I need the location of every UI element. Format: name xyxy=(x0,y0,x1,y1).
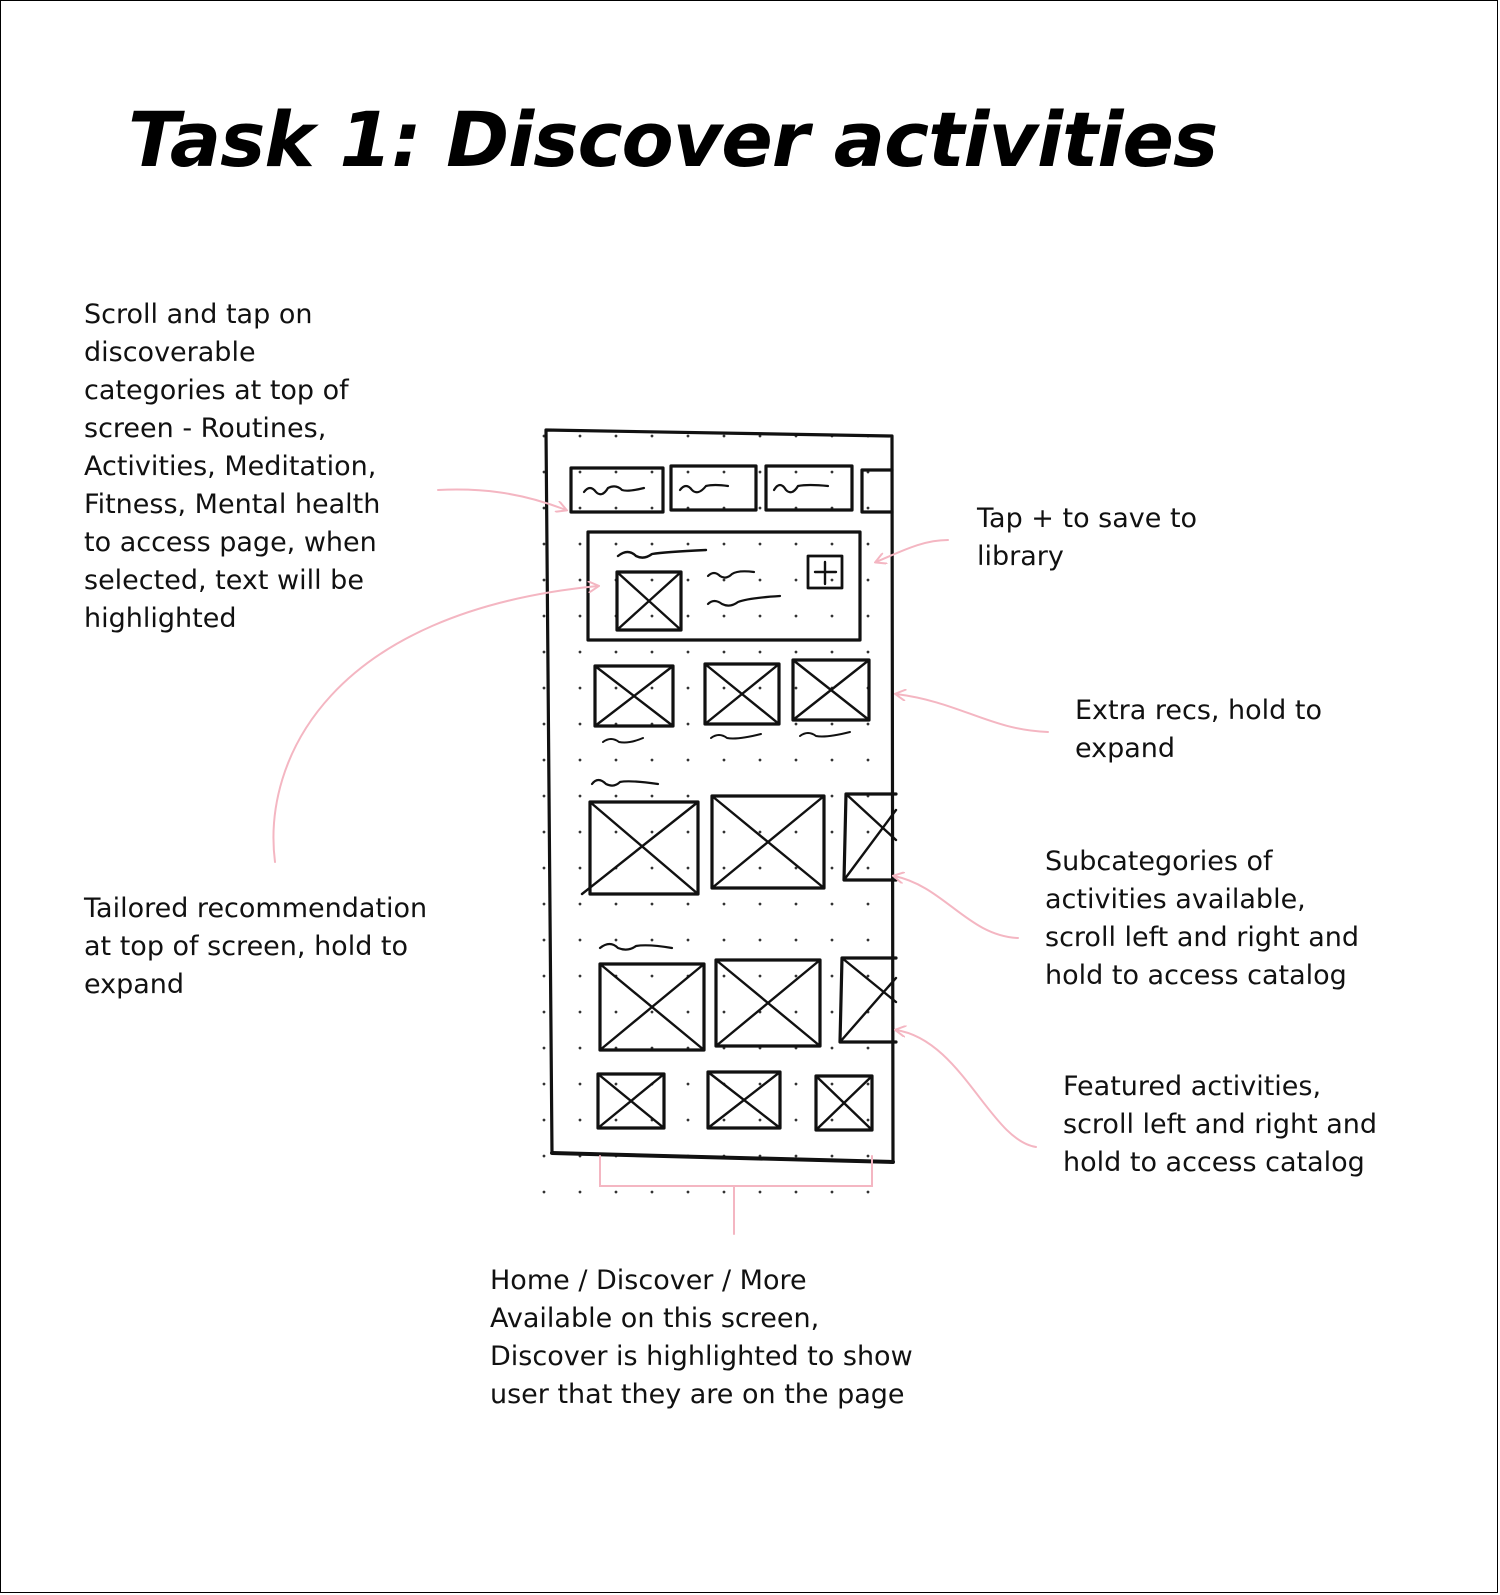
image-placeholder-icon[interactable] xyxy=(842,792,898,882)
arrow-subcategories xyxy=(894,876,1019,939)
annotation-tailored-recommendation: Tailored recommendation at top of screen… xyxy=(84,893,428,1000)
dot-grid-paper xyxy=(515,430,895,1215)
category-tabs[interactable] xyxy=(569,464,894,514)
arrow-featured xyxy=(896,1030,1037,1148)
section-heading-scribble xyxy=(590,778,660,787)
card-text-scribble xyxy=(706,594,782,607)
arrow-extra-recs xyxy=(896,694,1049,733)
image-placeholder-icon[interactable] xyxy=(714,958,822,1048)
nav-more-icon[interactable] xyxy=(814,1074,874,1132)
arrow-categories xyxy=(437,488,566,510)
tab-label-scribble xyxy=(582,485,646,496)
card-title-scribble xyxy=(616,548,708,559)
section-heading-scribble xyxy=(598,942,674,951)
image-placeholder-icon[interactable] xyxy=(593,664,675,728)
featured-activities-row[interactable] xyxy=(598,956,898,1052)
rec-caption-scribble xyxy=(602,737,644,744)
category-tab[interactable] xyxy=(569,466,665,514)
card-text-scribble xyxy=(706,570,756,579)
image-placeholder-icon xyxy=(615,570,683,632)
nav-home-icon[interactable] xyxy=(596,1072,666,1130)
page-title: Task 1: Discover activities xyxy=(128,95,1218,184)
plus-box-icon[interactable] xyxy=(806,554,844,590)
category-tab[interactable] xyxy=(764,464,854,512)
annotation-categories: Scroll and tap on discoverable categorie… xyxy=(84,299,381,634)
annotation-extra-recs: Extra recs, hold to expand xyxy=(1075,695,1323,764)
image-placeholder-icon[interactable] xyxy=(588,800,700,896)
tab-label-scribble xyxy=(678,483,730,494)
bracket-navigation xyxy=(599,1155,873,1187)
annotation-featured-activities: Featured activities, scroll left and rig… xyxy=(1063,1071,1378,1178)
arrow-tailored xyxy=(272,586,598,863)
extra-recs-row[interactable] xyxy=(593,658,871,744)
rec-caption-scribble xyxy=(799,731,851,738)
annotation-subcategories: Subcategories of activities available, s… xyxy=(1045,846,1360,991)
annotation-save-to-library: Tap + to save to library xyxy=(977,503,1198,572)
subcategories-row[interactable] xyxy=(580,792,898,896)
rec-caption-scribble xyxy=(710,733,762,740)
image-placeholder-icon[interactable] xyxy=(838,956,898,1044)
image-placeholder-icon[interactable] xyxy=(710,794,826,890)
tab-label-scribble xyxy=(772,483,830,494)
bottom-navigation[interactable] xyxy=(596,1070,874,1132)
image-placeholder-icon[interactable] xyxy=(703,662,781,726)
annotation-navigation: Home / Discover / More Available on this… xyxy=(490,1265,913,1410)
phone-bottom-edge xyxy=(550,1151,895,1164)
nav-discover-icon[interactable] xyxy=(706,1070,782,1130)
image-placeholder-icon[interactable] xyxy=(791,658,871,722)
category-tab[interactable] xyxy=(669,464,758,512)
category-tab-partial[interactable] xyxy=(860,468,894,514)
arrow-save xyxy=(876,539,949,562)
image-placeholder-icon[interactable] xyxy=(598,962,706,1052)
